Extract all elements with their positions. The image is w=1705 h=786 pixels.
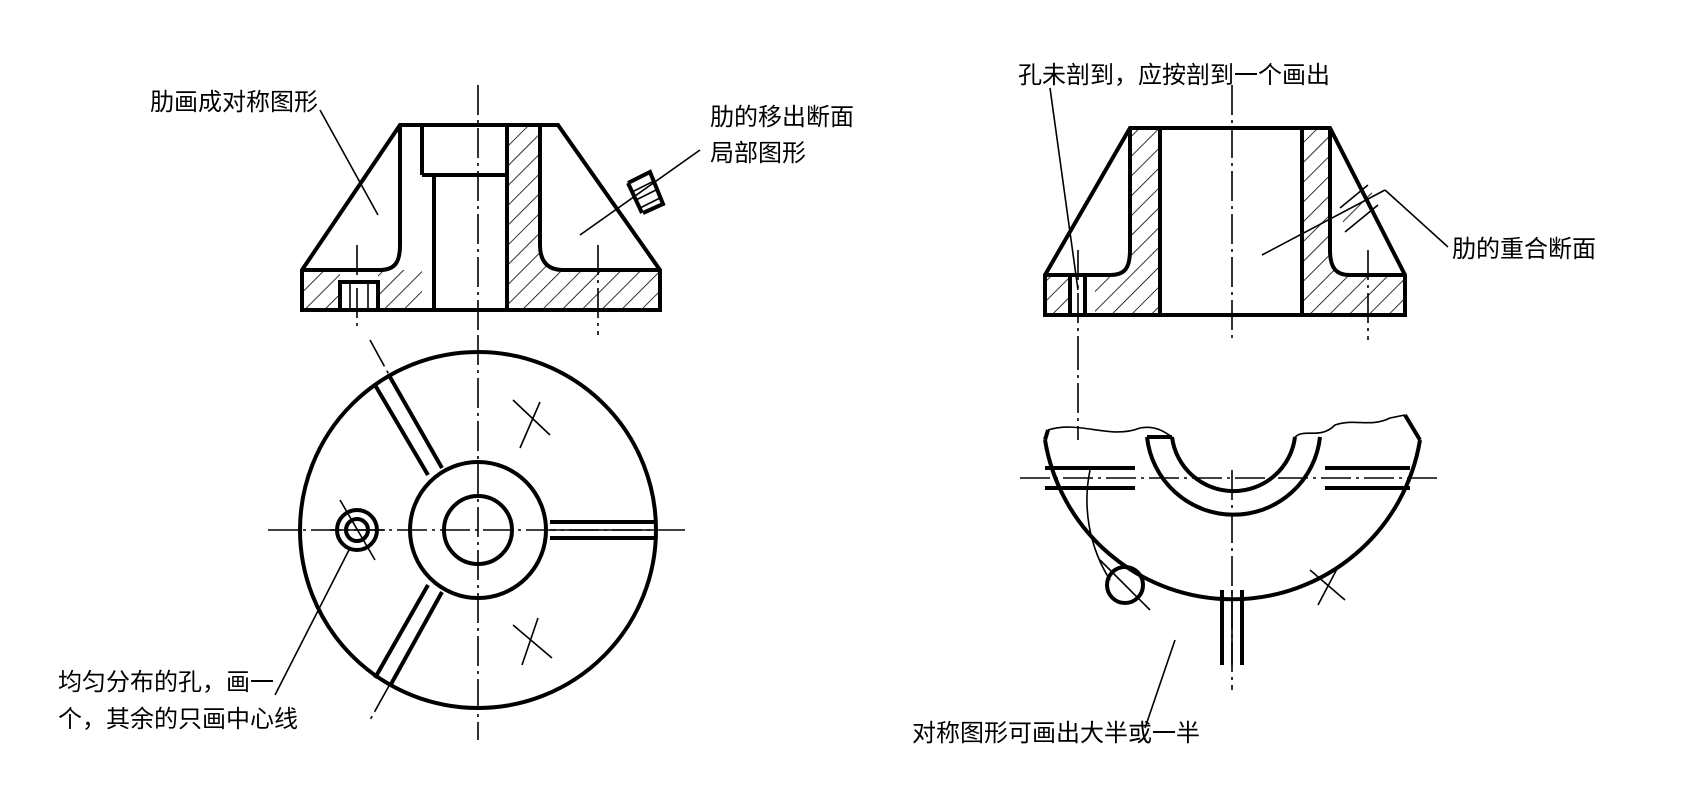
label-symmetric-half: 对称图形可画出大半或一半 <box>912 719 1200 747</box>
leader-lines <box>274 87 1449 729</box>
label-rib-removed-section-1: 肋的移出断面 <box>710 103 854 131</box>
left-front-section-view <box>300 85 662 335</box>
left-top-view <box>268 335 690 740</box>
rib-removed-section <box>626 169 666 215</box>
right-front-section-view <box>1043 85 1407 340</box>
label-hole-not-cut: 孔未剖到，应按剖到一个画出 <box>1018 61 1330 89</box>
left-top-rib-upper <box>373 376 444 477</box>
label-holes-uniform-2: 个，其余的只画中心线 <box>58 705 298 733</box>
label-holes-uniform-1: 均匀分布的孔，画一 <box>58 668 274 696</box>
label-rib-symmetric: 肋画成对称图形 <box>150 88 318 116</box>
label-rib-removed-section-2: 局部图形 <box>710 139 806 167</box>
left-top-rib-lower <box>373 584 444 687</box>
label-rib-coincident-section: 肋的重合断面 <box>1452 235 1596 263</box>
right-top-view <box>1020 340 1440 690</box>
